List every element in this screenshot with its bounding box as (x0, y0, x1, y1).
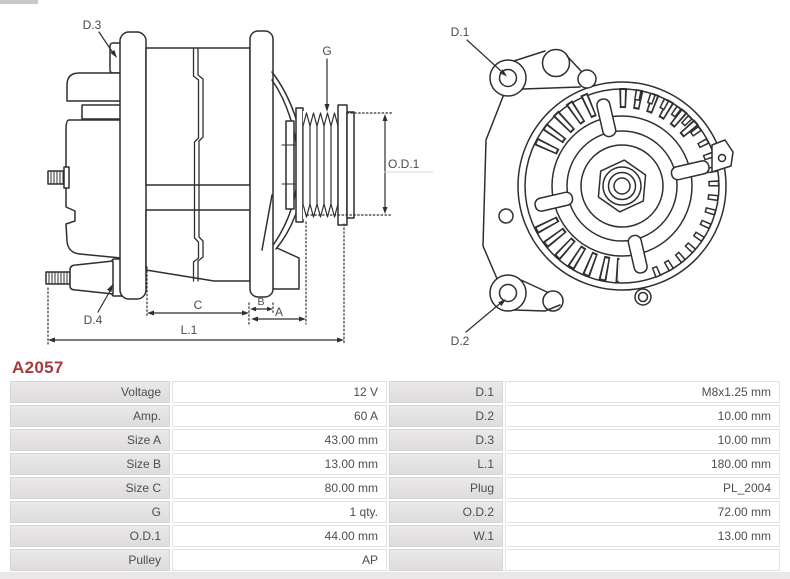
spec-row: Size A 43.00 mm D.3 10.00 mm (10, 429, 780, 451)
spec-row: O.D.1 44.00 mm W.1 13.00 mm (10, 525, 780, 547)
spec-value-cell: 60 A (172, 405, 387, 427)
spec-label-cell (389, 549, 503, 571)
spec-row: Size C 80.00 mm Plug PL_2004 (10, 477, 780, 499)
cropped-logo-fragment (0, 0, 38, 4)
front-pulley (534, 98, 710, 274)
dim-label-b: B (257, 296, 264, 308)
cooling-slots (531, 88, 720, 283)
spec-value-cell: 10.00 mm (505, 405, 780, 427)
spec-value-cell: 80.00 mm (172, 477, 387, 499)
spec-label-cell: Size C (10, 477, 170, 499)
spec-row: Size B 13.00 mm L.1 180.00 mm (10, 453, 780, 475)
spec-table-wrap: Voltage 12 V D.1 M8x1.25 mm Amp. 60 A D.… (8, 379, 782, 573)
spec-label-cell: O.D.1 (10, 525, 170, 547)
spec-row: Amp. 60 A D.2 10.00 mm (10, 405, 780, 427)
spec-label-cell: Voltage (10, 381, 170, 403)
dim-label-d3: D.3 (83, 18, 102, 32)
spec-value-cell: 44.00 mm (172, 525, 387, 547)
table-bottom-edge (0, 572, 790, 579)
spec-row: Pulley AP (10, 549, 780, 571)
spec-value-cell: 1 qty. (172, 501, 387, 523)
d3-arrowhead (110, 50, 117, 58)
spec-label-cell: Amp. (10, 405, 170, 427)
front-view (465, 39, 734, 333)
d2-arrowhead (498, 299, 506, 307)
spec-value-cell: 10.00 mm (505, 429, 780, 451)
dim-label-l1: L.1 (181, 323, 198, 337)
dim-label-c: C (194, 298, 203, 312)
dimension-lines (47, 31, 434, 345)
dim-label-od1: O.D.1 (388, 157, 420, 171)
spec-label-cell: Size A (10, 429, 170, 451)
spec-value-cell: PL_2004 (505, 477, 780, 499)
spec-label-cell: D.3 (389, 429, 503, 451)
spec-value-cell: 13.00 mm (505, 525, 780, 547)
spec-table: Voltage 12 V D.1 M8x1.25 mm Amp. 60 A D.… (8, 379, 782, 573)
spec-row: Voltage 12 V D.1 M8x1.25 mm (10, 381, 780, 403)
spec-value-cell: 12 V (172, 381, 387, 403)
top-mounting-ear (489, 48, 597, 97)
alternator-technical-drawing: D.3 G O.D.1 D.4 C B A L.1 D.1 D.2 (45, 18, 734, 348)
spec-row: G 1 qty. O.D.2 72.00 mm (10, 501, 780, 523)
mounting-flange-rear (249, 30, 274, 298)
spec-label-cell: D.2 (389, 405, 503, 427)
bottom-mounting-ear (489, 274, 564, 312)
dim-label-d1: D.1 (451, 25, 470, 39)
dim-label-g: G (322, 44, 331, 58)
spec-label-cell: Pulley (10, 549, 170, 571)
rear-cover (65, 119, 122, 259)
pulley (295, 104, 355, 226)
lower-lug (634, 288, 652, 306)
spec-value-cell: 13.00 mm (172, 453, 387, 475)
d4-arrowhead (107, 284, 113, 293)
g-arrowhead (324, 104, 330, 112)
part-number: A2057 (12, 358, 64, 377)
dim-label-d2: D.2 (451, 334, 470, 348)
d1-hole (498, 68, 518, 88)
spec-value-cell: 72.00 mm (505, 501, 780, 523)
side-view (45, 30, 434, 345)
spec-label-cell: W.1 (389, 525, 503, 547)
terminal-stud (47, 166, 70, 189)
spec-value-cell: 43.00 mm (172, 429, 387, 451)
spec-value-cell: M8x1.25 mm (505, 381, 780, 403)
d2-hole (498, 283, 518, 303)
housing-left-edge (482, 93, 505, 282)
dim-label-a: A (275, 305, 283, 319)
d1-arrowhead (499, 69, 507, 77)
spec-label-cell: L.1 (389, 453, 503, 475)
lower-mounting-stud (45, 258, 125, 297)
mounting-flange-front (119, 31, 147, 300)
side-lug (711, 139, 734, 173)
spec-value-cell: 180.00 mm (505, 453, 780, 475)
small-hole (498, 208, 514, 224)
spec-label-cell: Size B (10, 453, 170, 475)
spec-label-cell: Plug (389, 477, 503, 499)
spec-value-cell (505, 549, 780, 571)
spec-label-cell: D.1 (389, 381, 503, 403)
shaft (285, 120, 295, 210)
spec-label-cell: G (10, 501, 170, 523)
spec-label-cell: O.D.2 (389, 501, 503, 523)
spec-value-cell: AP (172, 549, 387, 571)
dim-label-d4: D.4 (84, 313, 103, 327)
